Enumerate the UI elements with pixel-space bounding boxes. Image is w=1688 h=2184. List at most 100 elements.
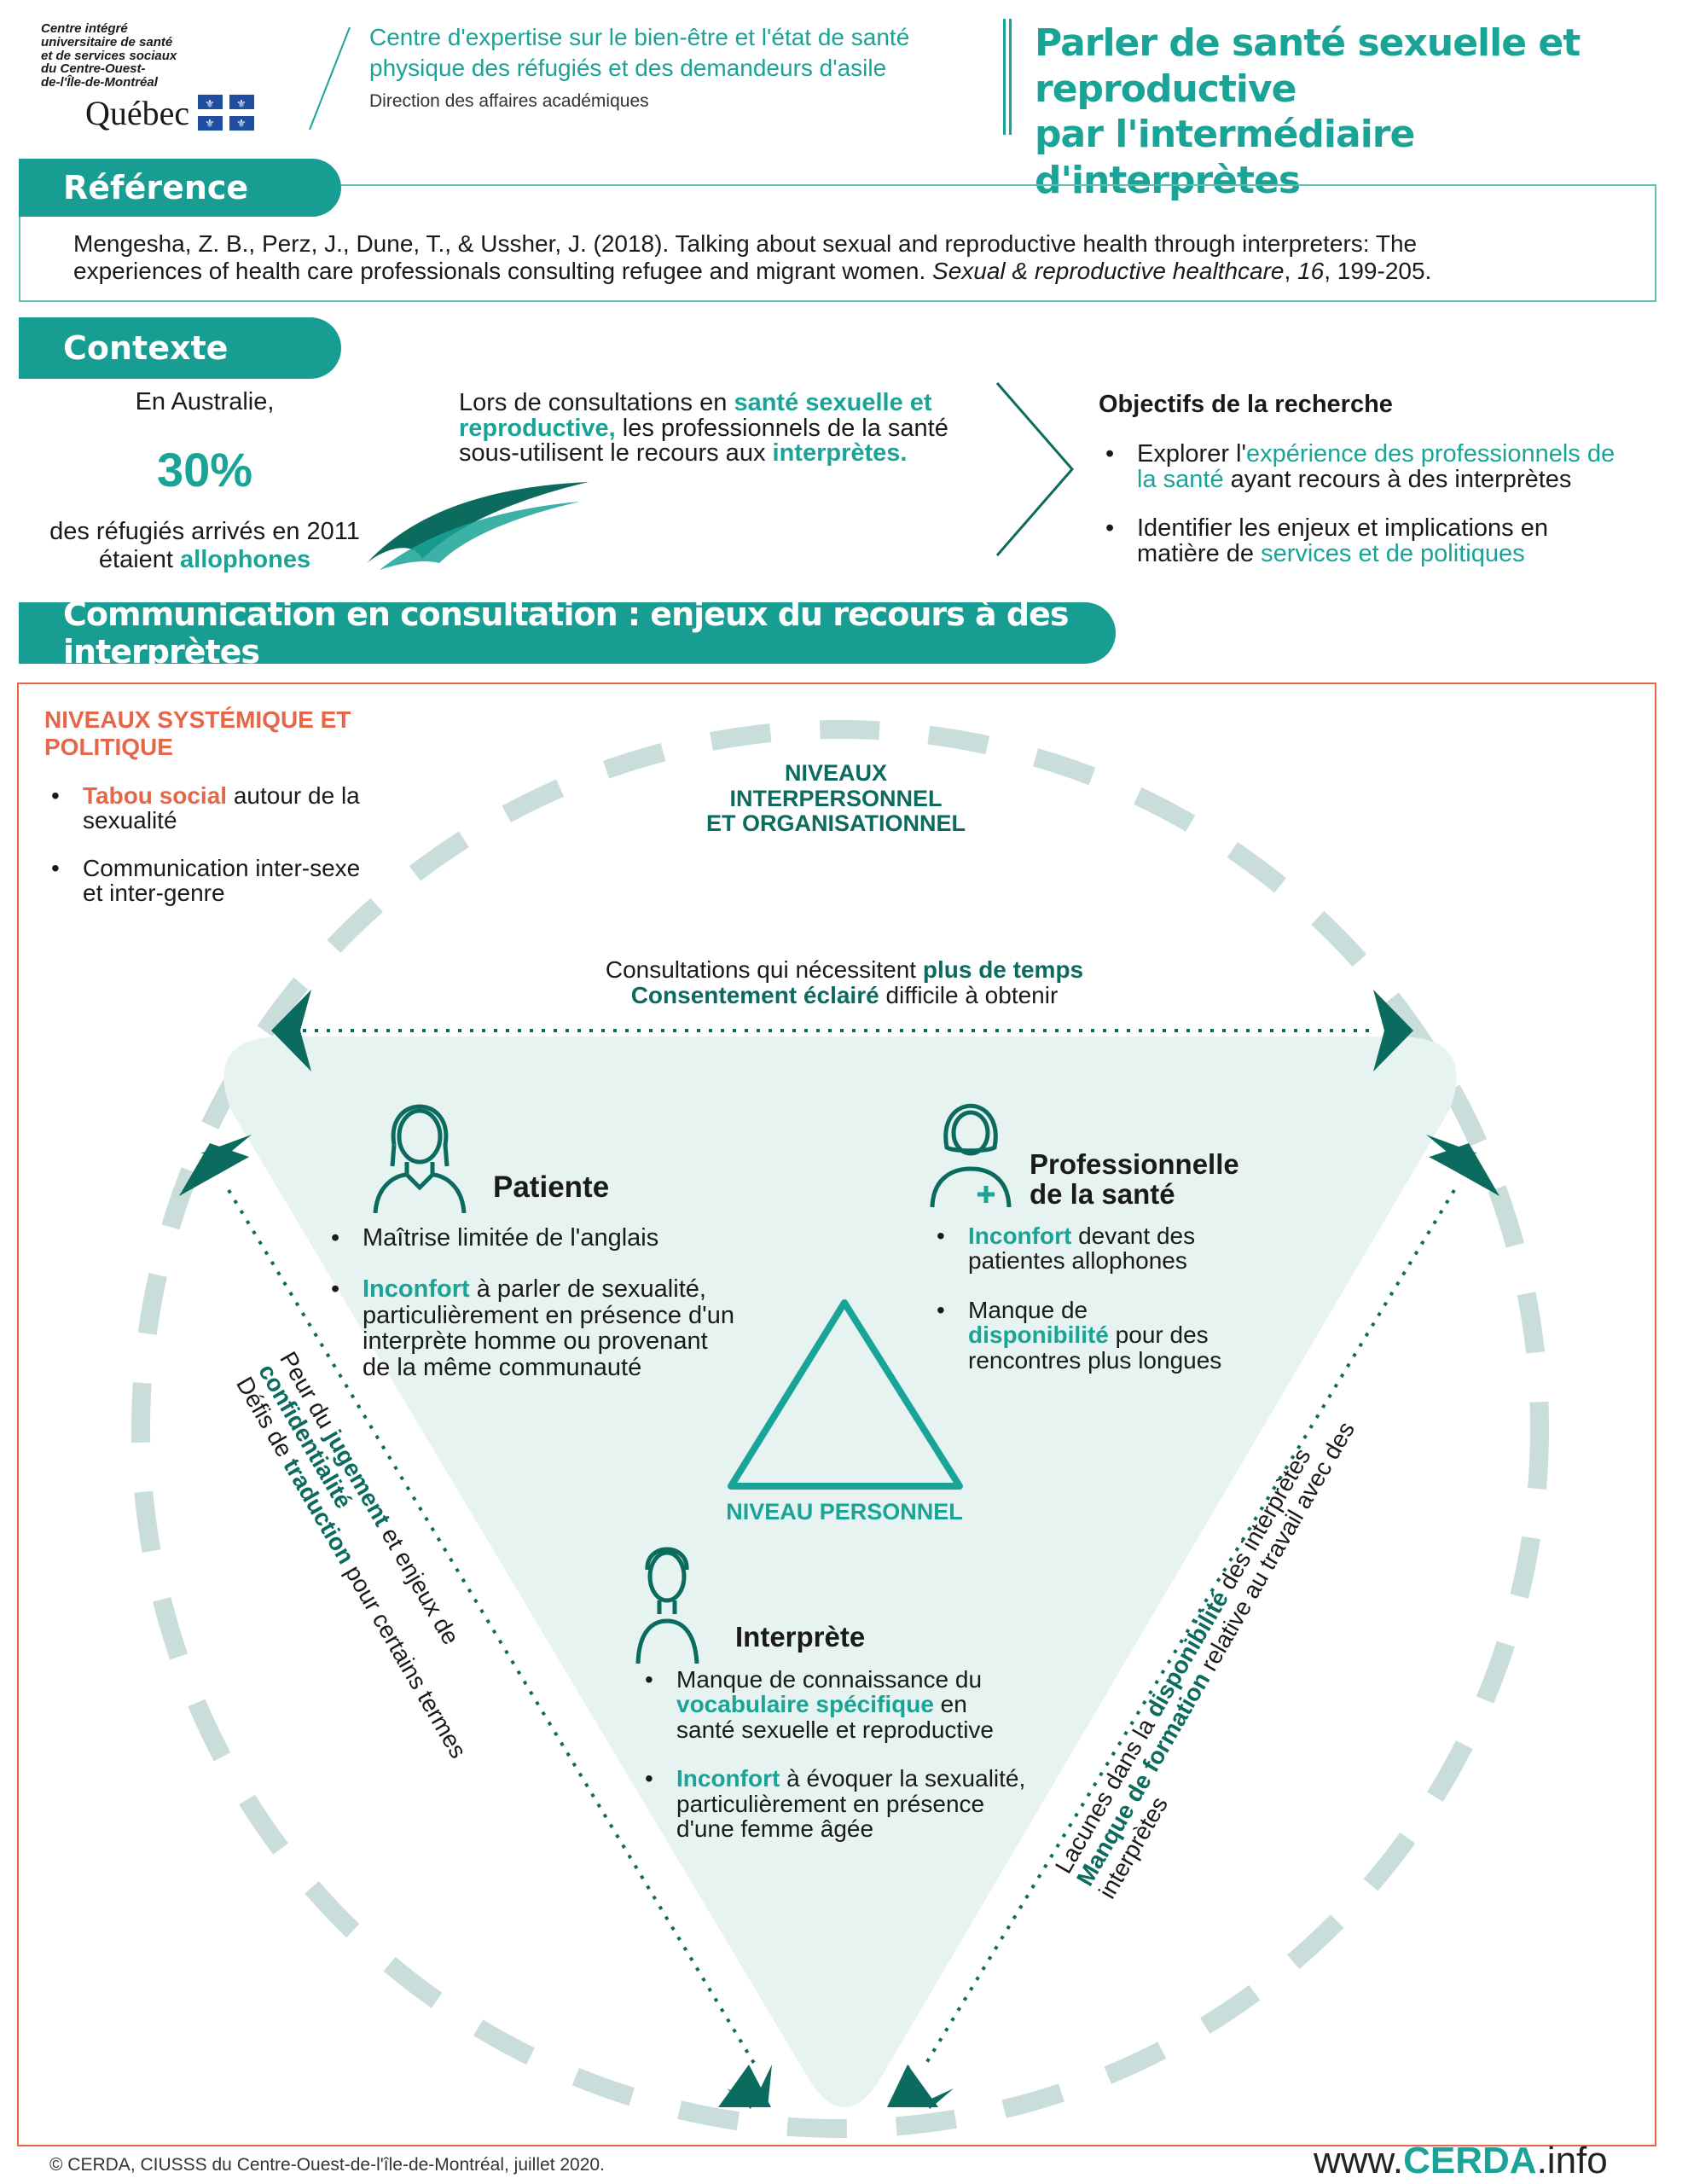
systemic-part: sexualité xyxy=(83,807,177,834)
header-divider-slash xyxy=(309,26,351,131)
quebec-wordmark: Québec xyxy=(85,93,190,132)
communication-label: Communication en consultation : enjeux d… xyxy=(19,595,1116,671)
stat-highlight: allophones xyxy=(180,546,311,573)
professional-point: Manque de xyxy=(968,1296,1088,1323)
professional-highlight: disponibilité xyxy=(968,1321,1109,1349)
org-name-line: de-l'Île-de-Montréal xyxy=(41,75,158,90)
reference-box-top-rule xyxy=(324,184,1656,186)
interpreter-point: santé sexuelle et reproductive xyxy=(676,1716,994,1743)
svg-text:⚜: ⚜ xyxy=(205,97,215,110)
footer-website: www.CERDA.info xyxy=(1314,2140,1608,2182)
org-name-line: Centre intégré xyxy=(41,21,128,36)
chevron-right-icon xyxy=(995,382,1074,556)
professional-title: Professionnelle de la santé xyxy=(1030,1148,1239,1209)
list-item: Inconfort à évoquer la sexualité,particu… xyxy=(638,1766,1082,1841)
center-name: Centre d'expertise sur le bien-être et l… xyxy=(369,22,983,112)
reference-label: Référence xyxy=(19,159,341,217)
stat-value: 30% xyxy=(156,443,253,497)
patient-point: à parler de sexualité, xyxy=(476,1275,706,1304)
context-label: Contexte xyxy=(19,317,341,379)
interpreter-title: Interprète xyxy=(735,1621,866,1653)
title-rule-double xyxy=(1003,19,1012,135)
personal-level-triangle-icon xyxy=(728,1299,963,1490)
context-label-text: Contexte xyxy=(63,329,229,367)
objectives-title: Objectifs de la recherche xyxy=(1099,391,1393,418)
reference-volume: 16 xyxy=(1297,258,1325,285)
org-name-line: universitaire de santé xyxy=(41,34,173,49)
stat-desc: des réfugiés arrivés en 2011 xyxy=(49,518,360,545)
note-highlight: Consentement éclairé xyxy=(630,982,879,1009)
center-name-line: physique des réfugiés et des demandeurs … xyxy=(369,55,887,82)
patient-highlight: Inconfort xyxy=(363,1275,470,1304)
note-line: Consentement éclairé difficile à obtenir xyxy=(512,983,1177,1008)
health-professional-icon xyxy=(930,1103,1012,1207)
objectives-block: Objectifs de la recherche Explorer l'exp… xyxy=(1099,391,1679,590)
objective-part: Explorer l' xyxy=(1137,440,1247,468)
page-title: Parler de santé sexuelle et reproductive… xyxy=(1035,20,1683,204)
interpreter-point: d'une femme âgée xyxy=(676,1815,874,1842)
reference-text: Mengesha, Z. B., Perz, J., Dune, T., & U… xyxy=(73,230,1651,285)
systemic-level-dashed-circle xyxy=(131,720,1549,2138)
interpreter-point: en xyxy=(940,1691,967,1718)
personal-level-title: NIVEAU PERSONNEL xyxy=(726,1499,963,1525)
reference-label-text: Référence xyxy=(63,169,249,206)
arrowhead-bottom-right-icon xyxy=(887,2065,938,2107)
stat-desc: étaient allophones xyxy=(26,546,384,574)
list-item: Explorer l'expérience des professionnels… xyxy=(1099,441,1679,493)
patient-woman-icon xyxy=(373,1104,467,1213)
context-highlight: reproductive, xyxy=(459,414,616,442)
context-text-part: Lors de consultations en xyxy=(459,389,728,416)
objective-part: ayant recours à des interprètes xyxy=(1230,466,1572,494)
context-middle-text: Lors de consultations en santé sexuelle … xyxy=(459,389,1005,467)
stat-desc-part: étaient xyxy=(98,546,173,573)
professional-point: patientes allophones xyxy=(968,1247,1187,1275)
communication-frame xyxy=(17,682,1656,2146)
patient-point: interprète homme ou provenant xyxy=(363,1327,708,1356)
systemic-part: Communication inter-sexe xyxy=(83,854,361,881)
interpersonal-title-line: INTERPERSONNEL xyxy=(729,785,943,811)
left-dotted-line xyxy=(227,1188,757,2066)
reference-box xyxy=(19,184,1656,302)
professional-title-line: Professionnelle xyxy=(1030,1148,1239,1180)
quebec-flag-icon: ⚜ ⚜ ⚜ ⚜ xyxy=(198,95,255,131)
reference-line: Mengesha, Z. B., Perz, J., Dune, T., & U… xyxy=(73,230,1418,257)
interpersonal-level-title: NIVEAUX INTERPERSONNEL ET ORGANISATIONNE… xyxy=(648,760,1024,837)
arrowhead-bottom-left-icon xyxy=(718,2065,771,2107)
context-highlight: santé sexuelle et xyxy=(734,389,932,416)
professional-highlight: Inconfort xyxy=(968,1223,1072,1249)
note-part: difficile à obtenir xyxy=(885,982,1059,1009)
page-title-line: par l'intermédiaire d'interprètes xyxy=(1035,113,1415,203)
reference-pages: , 199-205. xyxy=(1324,258,1432,285)
footer-website-part: www. xyxy=(1314,2140,1404,2181)
context-line: sous-utilisent le recours aux interprète… xyxy=(459,440,1005,467)
wave-swoosh-icon xyxy=(367,482,589,570)
patient-point: de la même communauté xyxy=(363,1353,642,1381)
professional-point: rencontres plus longues xyxy=(968,1346,1222,1374)
reference-line: experiences of health care professionals… xyxy=(73,258,1651,285)
list-item: Identifier les enjeux et implications en… xyxy=(1099,515,1679,567)
reference-sep: , xyxy=(1284,258,1291,285)
note-highlight: plus de temps xyxy=(922,956,1084,983)
org-logo: Centre intégré universitaire de santé et… xyxy=(41,22,297,142)
org-name-line: du Centre-Ouest- xyxy=(41,61,146,77)
systemic-level-title: NIVEAUX SYSTÉMIQUE ET POLITIQUE xyxy=(44,706,351,760)
org-name-line: et de services sociaux xyxy=(41,48,177,63)
objective-part: matière de xyxy=(1137,540,1255,568)
context-line: reproductive, les professionnels de la s… xyxy=(459,414,1005,442)
list-item: Maîtrise limitée de l'anglais xyxy=(324,1225,836,1252)
consultation-time-note: Consultations qui nécessitent plus de te… xyxy=(512,956,1177,1008)
footer-website-part: .info xyxy=(1536,2140,1608,2181)
list-item: Inconfort à parler de sexualité,particul… xyxy=(324,1276,836,1380)
svg-text:⚜: ⚜ xyxy=(205,117,215,130)
patient-list: Maîtrise limitée de l'anglais Inconfort … xyxy=(324,1225,836,1403)
professional-point: devant des xyxy=(1078,1223,1196,1249)
systemic-highlight: Tabou social xyxy=(83,782,228,809)
note-part: Consultations qui nécessitent xyxy=(605,956,917,983)
direction-label: Direction des affaires académiques xyxy=(369,90,649,111)
